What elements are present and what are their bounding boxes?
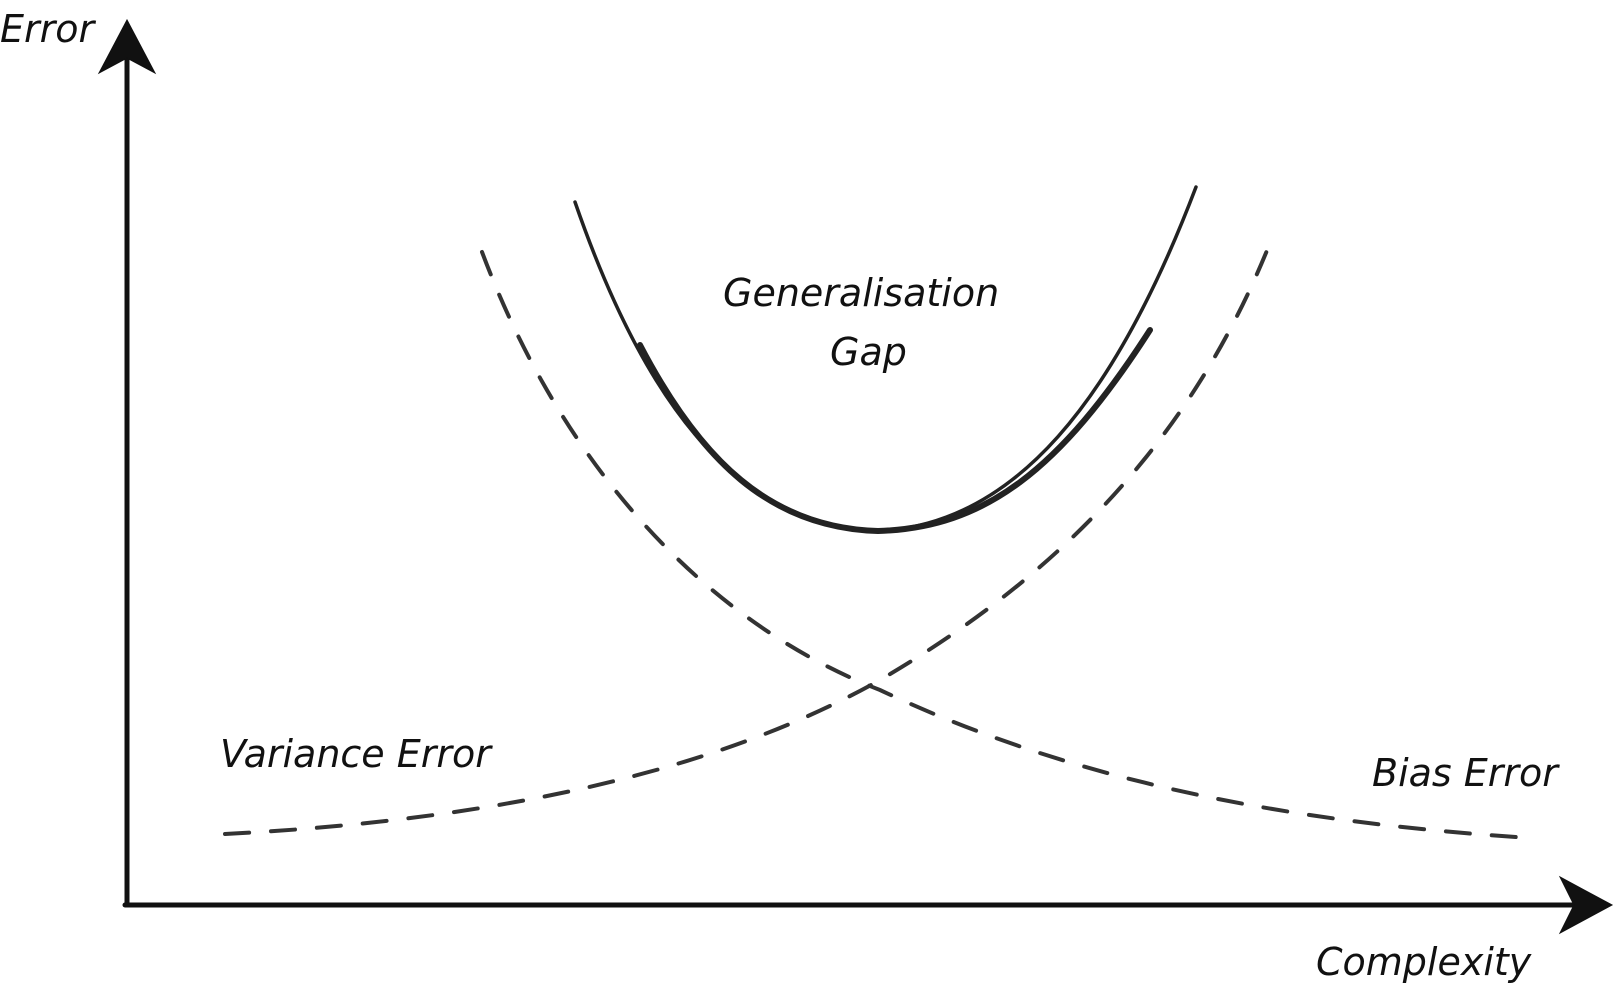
y-axis-arrow-icon	[97, 18, 157, 75]
variance-error-label: Variance Error	[220, 732, 493, 776]
generalisation-gap-curve-emphasis	[637, 327, 1153, 535]
x-axis-arrow-icon	[1558, 875, 1614, 935]
bias-error-curve	[223, 246, 1270, 836]
x-axis-label: Complexity	[1316, 940, 1532, 984]
variance-error-curve	[480, 250, 1532, 840]
generalisation-gap-label-line1: Generalisation	[723, 271, 999, 315]
y-axis-label: Error	[0, 7, 97, 51]
generalisation-gap-label-line2: Gap	[830, 330, 907, 374]
bias-error-label: Bias Error	[1372, 751, 1560, 795]
